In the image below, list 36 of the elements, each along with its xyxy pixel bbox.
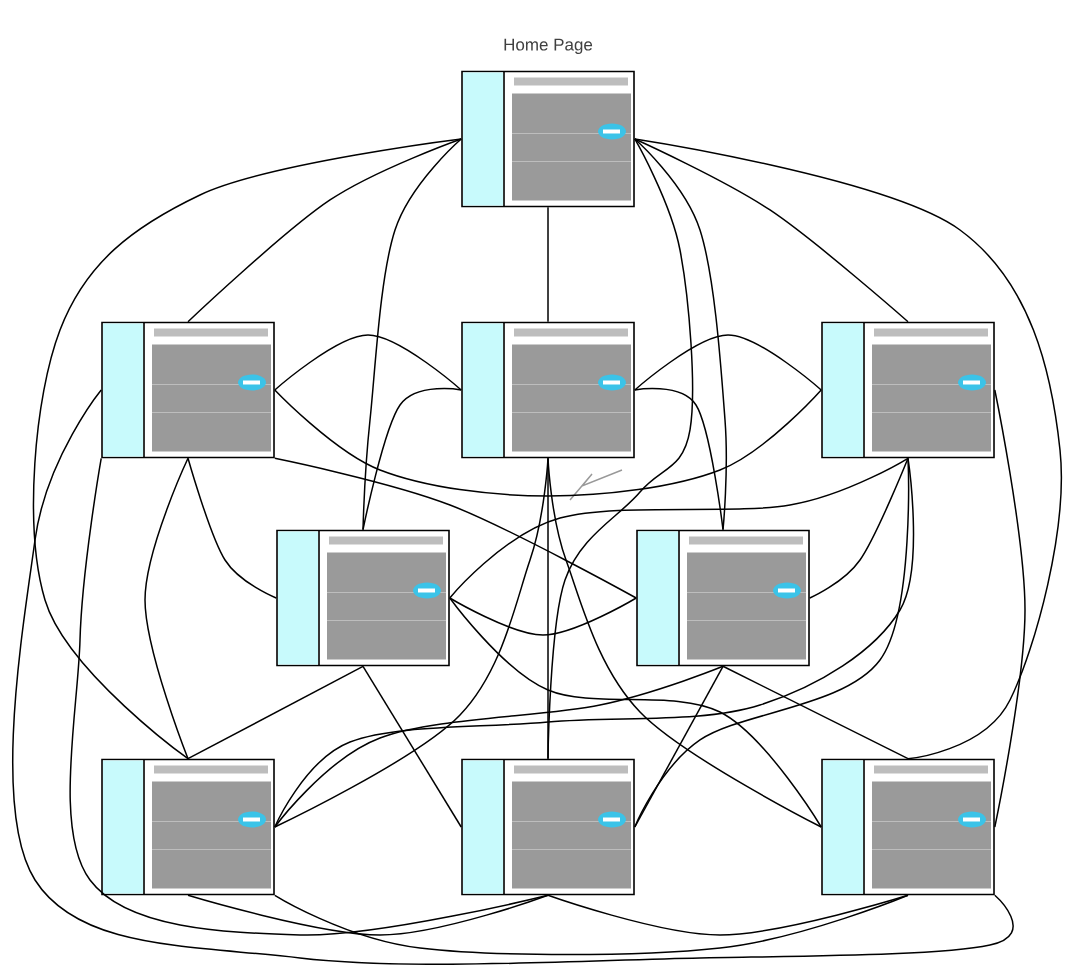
connector — [362, 138, 462, 531]
connector — [634, 665, 724, 828]
connector — [634, 387, 724, 531]
connector — [362, 387, 462, 531]
connector — [809, 457, 909, 599]
connector — [634, 334, 822, 391]
connector — [187, 665, 364, 760]
connector — [187, 894, 549, 936]
connector — [274, 665, 724, 828]
connector — [547, 457, 822, 828]
connector — [144, 457, 189, 760]
connector — [994, 389, 1026, 828]
page-thumbnail — [101, 321, 275, 459]
connector — [722, 665, 909, 760]
connector — [32, 138, 462, 760]
connector — [274, 334, 462, 391]
connector — [634, 138, 728, 531]
connector — [449, 457, 909, 599]
page-thumbnail — [101, 758, 275, 896]
connector — [634, 138, 1062, 760]
connector — [274, 389, 822, 497]
page-thumbnail — [821, 321, 995, 459]
connector — [449, 597, 822, 828]
page-thumbnail — [461, 321, 635, 459]
connector — [547, 894, 909, 936]
connector — [274, 457, 637, 599]
page-thumbnail — [821, 758, 995, 896]
connector — [449, 597, 637, 636]
page-label: Home Page — [504, 38, 593, 54]
page-thumbnail — [636, 529, 810, 667]
connector — [12, 389, 1014, 965]
connector — [187, 457, 277, 599]
page-thumbnail — [461, 758, 635, 896]
connector — [362, 665, 462, 828]
connector — [547, 206, 549, 323]
page-thumbnail — [276, 529, 450, 667]
